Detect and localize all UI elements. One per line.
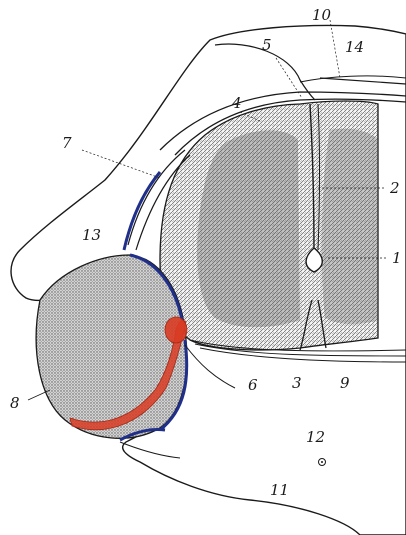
label-4: 4 — [231, 94, 242, 112]
label-12: 12 — [306, 428, 325, 446]
label-14: 14 — [345, 38, 364, 56]
label-3: 3 — [292, 374, 302, 392]
membrane-line-top — [320, 78, 406, 84]
small-dot — [321, 461, 323, 463]
vessel-node — [165, 317, 187, 343]
label-9: 9 — [340, 374, 350, 392]
label-7: 7 — [62, 134, 72, 152]
membrane-line-top2 — [300, 76, 406, 82]
nerve-to-6 — [185, 345, 235, 388]
label-13: 13 — [82, 226, 101, 244]
label-5: 5 — [262, 36, 272, 54]
label-1: 1 — [392, 249, 402, 267]
gray-matter-right — [322, 129, 378, 325]
label-8: 8 — [10, 394, 20, 412]
label-11: 11 — [270, 481, 289, 499]
leader-line-7 — [82, 150, 160, 178]
spinal-ganglion — [36, 255, 187, 438]
label-10: 10 — [312, 6, 332, 24]
label-2: 2 — [389, 179, 400, 197]
label-6: 6 — [248, 376, 258, 394]
leader-line-10 — [330, 20, 340, 78]
